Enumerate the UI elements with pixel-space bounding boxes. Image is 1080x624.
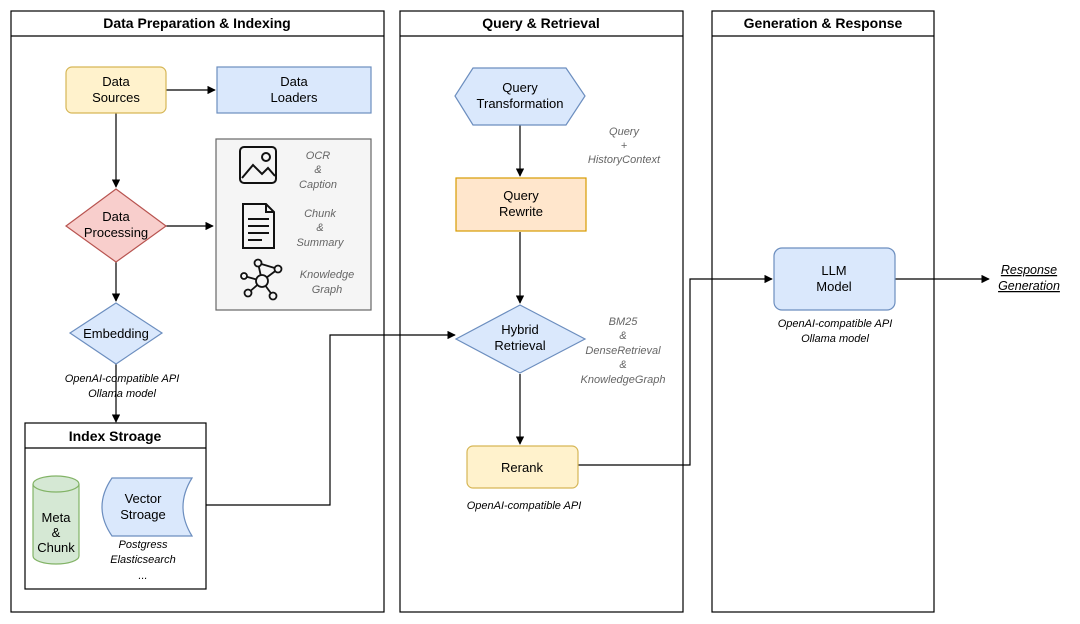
rerank-label: Rerank bbox=[501, 460, 543, 475]
connectors bbox=[111, 85, 990, 506]
lane-title-generation-response: Generation & Response bbox=[744, 15, 903, 31]
llm-note-1: OpenAI-compatible API bbox=[778, 318, 893, 330]
hybrid-note-1: BM25 bbox=[609, 316, 639, 328]
vector-note-1: Postgress bbox=[119, 539, 168, 551]
chunk-label-1: Chunk bbox=[304, 208, 336, 220]
chunk-label-3: Summary bbox=[296, 237, 345, 249]
image-icon bbox=[239, 146, 277, 184]
embedding-note-1: OpenAI-compatible API bbox=[65, 373, 180, 385]
arrow-rerank-to-llm bbox=[578, 274, 773, 466]
transformation-label-1: Query bbox=[502, 80, 538, 95]
rewrite-label-2: Rewrite bbox=[499, 204, 543, 219]
hybrid-note-2: & bbox=[619, 330, 626, 342]
rerank-node: Rerank bbox=[466, 445, 579, 489]
hybrid-label-2: Retrieval bbox=[494, 338, 545, 353]
vector-label-2: Stroage bbox=[120, 507, 166, 522]
meta-label: Meta bbox=[42, 510, 72, 525]
data-processing-label-1: Data bbox=[102, 209, 130, 224]
ocr-label-2: & bbox=[314, 164, 321, 176]
data-loaders-label-2: Loaders bbox=[271, 90, 318, 105]
data-loaders-label-1: Data bbox=[280, 74, 308, 89]
ocr-label-1: OCR bbox=[306, 150, 331, 162]
index-storage-title: Index Stroage bbox=[69, 428, 162, 444]
data-processing-label-2: Processing bbox=[84, 225, 148, 240]
embedding-label: Embedding bbox=[83, 326, 149, 341]
embedding-node: Embedding bbox=[68, 302, 164, 365]
vector-note-3: ... bbox=[138, 570, 147, 582]
chunk-label: Chunk bbox=[37, 540, 75, 555]
processing-outputs-panel: OCR & Caption Chunk & Summary bbox=[215, 138, 372, 311]
lane-generation-response: Generation & Response bbox=[711, 10, 935, 613]
vector-storage-node: Vector Stroage bbox=[101, 477, 194, 537]
vector-note-2: Elasticsearch bbox=[110, 554, 175, 566]
rerank-note: OpenAI-compatible API bbox=[467, 500, 582, 512]
llm-model-node: LLM Model bbox=[773, 247, 896, 311]
hybrid-note-5: KnowledgeGraph bbox=[580, 374, 665, 386]
llm-label-2: Model bbox=[816, 279, 852, 294]
data-loaders-node: Data Loaders bbox=[216, 66, 372, 114]
hybrid-note-3: DenseRetrieval bbox=[585, 345, 661, 357]
kg-label-2: Graph bbox=[312, 284, 343, 296]
llm-label-1: LLM bbox=[821, 263, 846, 278]
rewrite-label-1: Query bbox=[503, 188, 539, 203]
hybrid-note-4: & bbox=[619, 359, 626, 371]
chunk-label-2: & bbox=[316, 222, 323, 234]
query-rewrite-node: Query Rewrite bbox=[455, 177, 587, 232]
knowledge-graph-icon bbox=[240, 258, 283, 301]
response-generation-label-2: Generation bbox=[998, 279, 1060, 293]
data-sources-label-2: Sources bbox=[92, 90, 140, 105]
document-icon bbox=[242, 203, 275, 249]
query-transformation-node: Query Transformation bbox=[454, 67, 586, 126]
data-processing-node: Data Processing bbox=[64, 188, 168, 263]
data-sources-label-1: Data bbox=[102, 74, 130, 89]
meta-chunk-cylinder: Meta & Chunk bbox=[32, 475, 80, 565]
embedding-note-2: Ollama model bbox=[88, 388, 156, 400]
data-sources-node: Data Sources bbox=[65, 66, 167, 114]
llm-note-2: Ollama model bbox=[801, 333, 869, 345]
hybrid-label-1: Hybrid bbox=[501, 322, 539, 337]
vector-label-1: Vector bbox=[125, 491, 163, 506]
arrow-vector-to-hybrid bbox=[206, 330, 456, 506]
meta-and-label: & bbox=[52, 525, 61, 540]
response-generation-label-1: Response bbox=[1001, 263, 1057, 277]
lane-title-data-preparation: Data Preparation & Indexing bbox=[103, 15, 290, 31]
lane-title-query-retrieval: Query & Retrieval bbox=[482, 15, 600, 31]
lane-query-retrieval: Query & Retrieval bbox=[399, 10, 684, 613]
transformation-label-2: Transformation bbox=[477, 96, 564, 111]
index-storage-container: Index Stroage Meta & Chunk Vector Stroag… bbox=[24, 422, 207, 590]
transformation-note-3: HistoryContext bbox=[588, 154, 661, 166]
transformation-note-1: Query bbox=[609, 126, 640, 138]
ocr-label-3: Caption bbox=[299, 179, 337, 191]
transformation-note-2: + bbox=[621, 140, 628, 152]
hybrid-retrieval-node: Hybrid Retrieval bbox=[454, 304, 587, 374]
kg-label-1: Knowledge bbox=[300, 269, 354, 281]
